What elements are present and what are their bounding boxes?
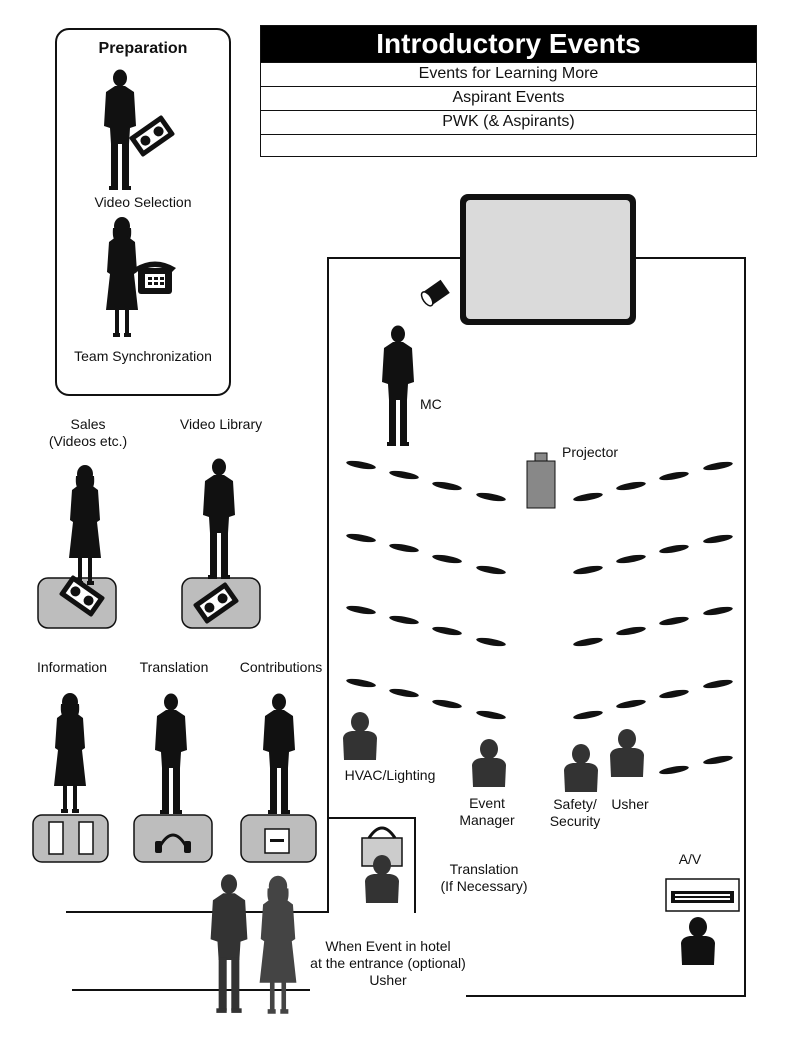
mc-label: MC [420,396,442,412]
entrance-usher-label: Usher [369,972,407,988]
safety-sublabel: Security [549,813,601,829]
spotlight-icon [420,279,450,307]
screen-surface [466,200,630,319]
man-icon [263,693,295,814]
telephone-icon [134,261,176,294]
events-row: PWK (& Aspirants) [261,110,756,134]
translation-booth [361,826,403,903]
event-manager-sublabel: Manager [459,812,515,828]
entrance-sublabel: at the entrance (optional) [310,955,466,971]
video-library-label: Video Library [179,416,263,432]
translation-table [133,814,213,863]
man-icon [210,874,248,1013]
translation-label: Translation [139,659,209,675]
av-equipment-icon [665,878,740,912]
translation-booth-sublabel: (If Necessary) [440,878,528,894]
woman-icon [69,465,101,585]
events-row [261,134,756,158]
information-table [32,814,109,863]
mc-figure [382,325,414,446]
man-icon [104,69,136,190]
video-selection-label: Video Selection [94,194,192,210]
contributions-label: Contributions [239,659,323,675]
preparation-title: Preparation [98,40,188,57]
safety-label: Safety/ [553,796,597,812]
preparation-panel [55,28,231,396]
safety-staff-figure [564,744,598,792]
man-icon [203,458,235,579]
room-outline [327,257,746,997]
headphones-icon [155,833,191,853]
usher-label: Usher [611,796,649,812]
events-row: Aspirant Events [261,86,756,110]
av-operator-figure [681,917,715,965]
hvac-label: HVAC/Lighting [344,767,436,783]
translation-booth-label: Translation [449,861,519,877]
woman-icon [106,217,138,337]
man-icon [155,693,187,814]
hvac-staff-figure [343,712,377,760]
sales-label: Sales [70,416,106,432]
events-row: Events for Learning More [261,62,756,86]
sales-sublabel: (Videos etc.) [48,433,128,449]
information-label: Information [36,659,108,675]
events-table: Introductory Events Events for Learning … [260,25,757,157]
donation-box-icon [264,828,290,854]
videotape-icon [128,114,176,158]
event-manager-figure [472,739,506,787]
entrance-label: When Event in hotel [325,938,451,954]
events-table-title: Introductory Events [261,26,756,62]
projector-label: Projector [562,444,619,460]
pamphlet-icon [48,821,94,855]
projector-icon [526,452,556,509]
woman-icon [54,693,86,813]
event-manager-label: Event [469,795,505,811]
av-label: A/V [678,851,702,867]
woman-icon [259,875,297,1014]
team-sync-label: Team Synchronization [74,348,212,364]
usher-figure [610,729,644,777]
